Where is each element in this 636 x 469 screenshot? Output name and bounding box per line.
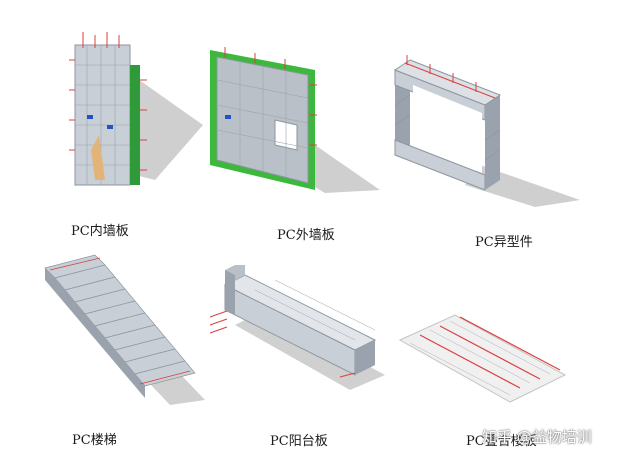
inner-wall-caption: PC内墙板 xyxy=(71,224,129,239)
outer-wall-panel-image xyxy=(205,45,385,195)
outer-wall-caption: PC外墙板 xyxy=(277,228,335,243)
balcony-slab-caption: PC阳台板 xyxy=(270,434,328,449)
stairs-image xyxy=(40,250,210,415)
composite-slab-image xyxy=(395,300,570,410)
stairs-caption: PC楼梯 xyxy=(72,433,117,448)
special-component-image xyxy=(385,45,585,210)
inner-wall-panel-image xyxy=(55,30,205,190)
special-component-caption: PC异型件 xyxy=(475,235,533,250)
balcony-slab-image xyxy=(205,265,390,410)
watermark: 知乎 @益物培训 xyxy=(482,428,592,446)
composite-slab-caption: PC叠合楼板 xyxy=(466,434,537,449)
